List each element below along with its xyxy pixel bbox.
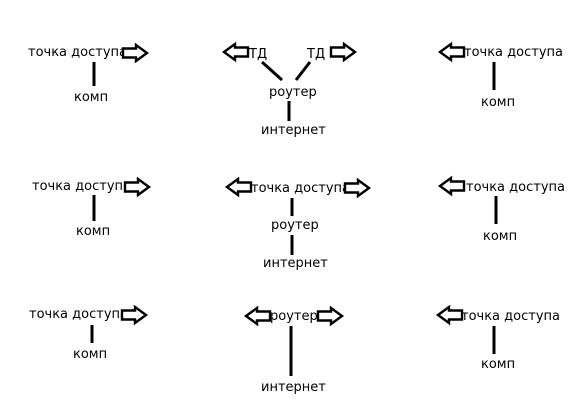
computer-label: комп <box>74 90 108 105</box>
arrow-right-icon <box>343 177 372 199</box>
arrow-right-icon <box>329 41 358 63</box>
router-label: роутер <box>269 85 317 100</box>
arrow-left-icon <box>221 41 250 63</box>
arrow-left-icon <box>243 305 272 327</box>
access-point-label: точка доступа <box>461 309 560 324</box>
internet-label: интернет <box>261 380 326 395</box>
computer-label: комп <box>73 347 107 362</box>
arrow-right-icon <box>121 42 150 64</box>
arrow-left-icon <box>437 41 466 63</box>
computer-label: комп <box>481 357 515 372</box>
internet-label: интернет <box>261 123 326 138</box>
ap-short-label: ТД <box>248 47 267 62</box>
arrow-right-icon <box>316 305 345 327</box>
connector-line <box>260 60 284 82</box>
computer-label: комп <box>483 229 517 244</box>
access-point-label: точка доступа <box>464 45 563 60</box>
computer-label: комп <box>76 224 110 239</box>
arrow-right-icon <box>120 304 149 326</box>
router-label: роутер <box>271 218 319 233</box>
computer-label: комп <box>481 95 515 110</box>
access-point-label: точка доступа <box>466 180 565 195</box>
arrow-right-icon <box>123 176 152 198</box>
access-point-label: точка доступа <box>29 307 128 322</box>
ap-short-label: ТД <box>306 47 325 62</box>
access-point-label: точка доступа <box>28 45 127 60</box>
arrow-left-icon <box>224 176 253 198</box>
router-label: роутер <box>270 309 318 324</box>
access-point-label: точка доступа <box>251 181 350 196</box>
connector-line <box>294 61 312 81</box>
access-point-label: точка доступа <box>32 179 131 194</box>
arrow-left-icon <box>435 304 464 326</box>
internet-label: интернет <box>263 256 328 271</box>
arrow-left-icon <box>437 175 466 197</box>
